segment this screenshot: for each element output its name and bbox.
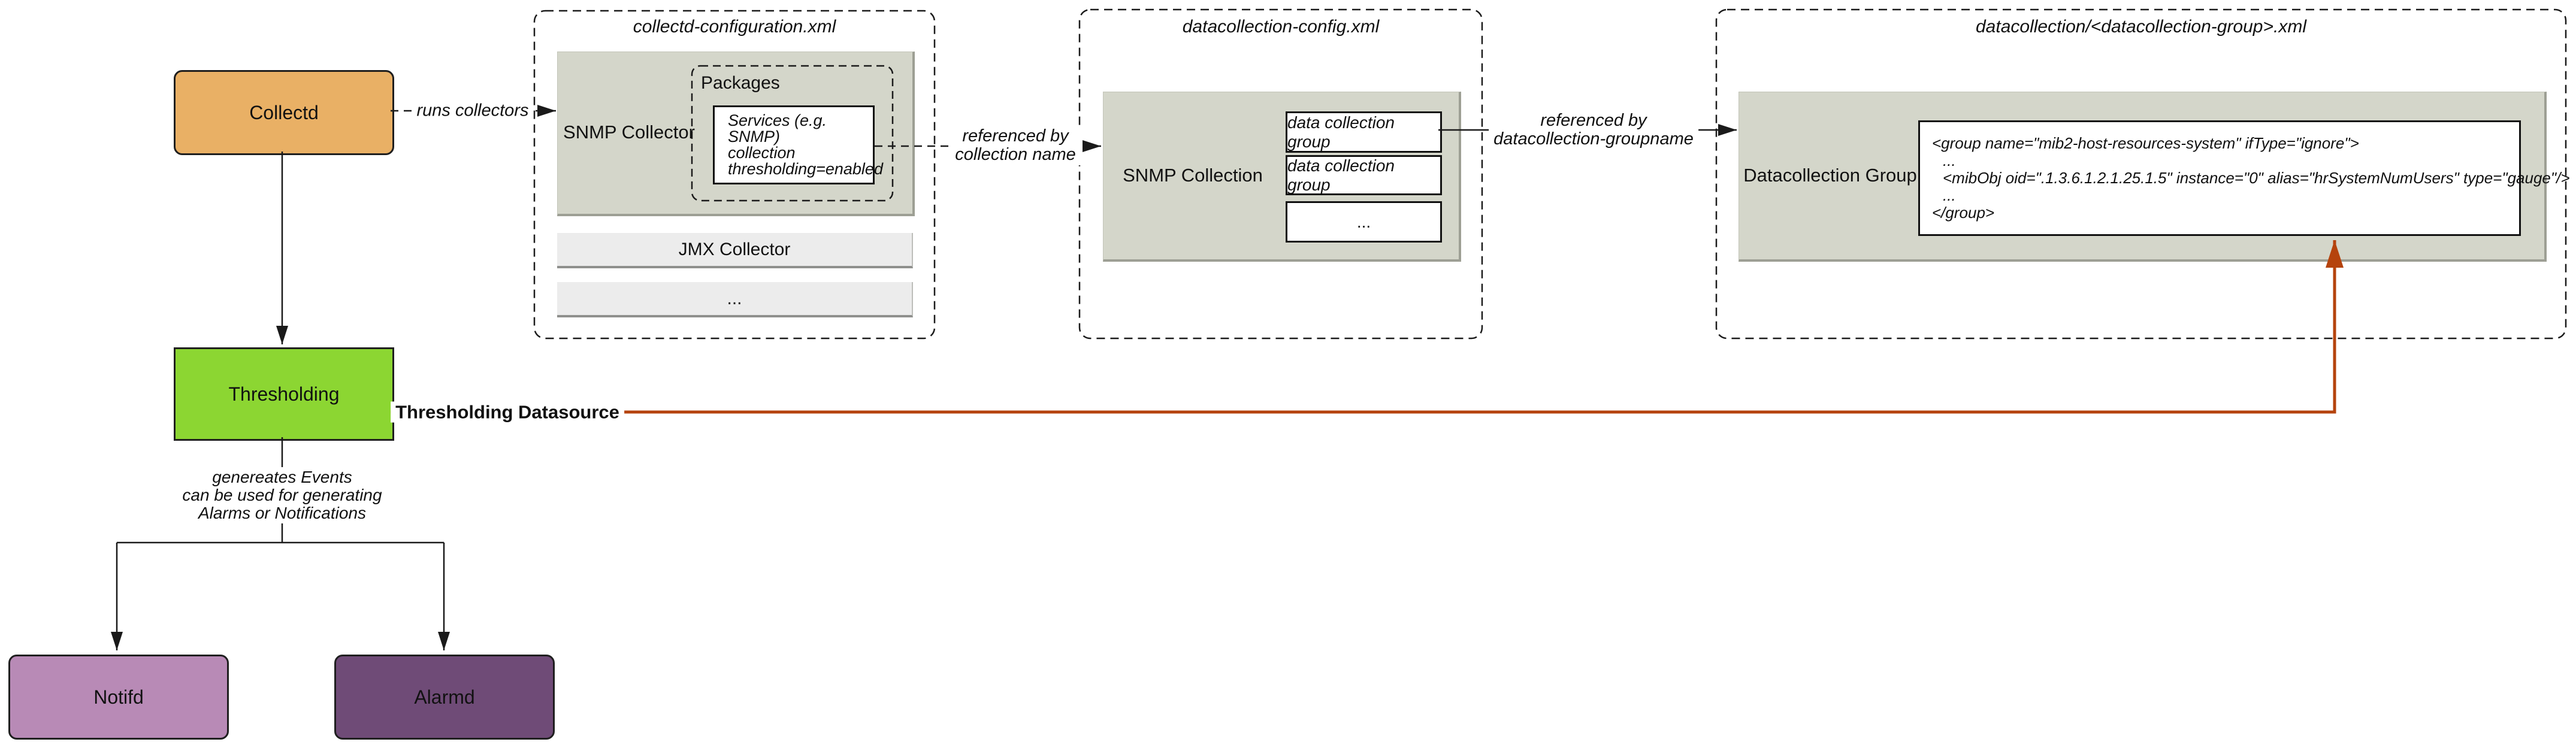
jmx-collector-label: JMX Collector <box>678 239 791 259</box>
notifd-node: Notifd <box>8 655 229 740</box>
services-line-1: Services (e.g. SNMP) <box>728 111 827 146</box>
data-collection-group-box-3: ... <box>1286 201 1442 243</box>
services-box: Services (e.g. SNMP) collection threshol… <box>713 105 883 184</box>
more-collectors-label: ... <box>727 288 742 308</box>
alarmd-node: Alarmd <box>334 655 555 740</box>
xml-snippet-box: <group name="mib2-host-resources-system"… <box>1918 120 2570 236</box>
xml-line-1: <group name="mib2-host-resources-system"… <box>1932 134 2359 152</box>
thresholding-node: Thresholding <box>174 347 394 441</box>
alarmd-label: Alarmd <box>414 686 475 708</box>
data-collection-group-label-2: data collection group <box>1287 156 1395 194</box>
snmp-collector-label: SNMP Collector <box>563 122 695 143</box>
data-collection-group-box-1: data collection group <box>1286 111 1442 153</box>
data-collection-group-label-1: data collection group <box>1287 113 1395 151</box>
services-line-3: thresholding=enabled <box>728 160 883 178</box>
datacollection-group-label: Datacollection Group <box>1743 164 1917 186</box>
services-line-2: collection <box>728 144 796 162</box>
data-collection-group-box-2: data collection group <box>1286 155 1442 195</box>
collectd-node: Collectd <box>174 70 394 155</box>
packages-label: Packages <box>701 73 780 93</box>
jmx-collector-bar: JMX Collector <box>557 233 913 268</box>
xml-line-5: </group> <box>1932 204 1995 222</box>
collectd-label: Collectd <box>249 101 319 123</box>
xml-line-4: ... <box>1943 186 1956 204</box>
snmp-collection-label: SNMP Collection <box>1123 164 1263 186</box>
xml-line-2: ... <box>1943 152 1956 169</box>
xml-line-3: <mibObj oid=".1.3.6.1.2.1.25.1.5" instan… <box>1943 169 2570 187</box>
data-collection-group-label-3: ... <box>1356 212 1371 231</box>
notifd-label: Notifd <box>93 686 144 708</box>
more-collectors-bar: ... <box>557 282 913 317</box>
thresholding-label: Thresholding <box>228 383 340 405</box>
